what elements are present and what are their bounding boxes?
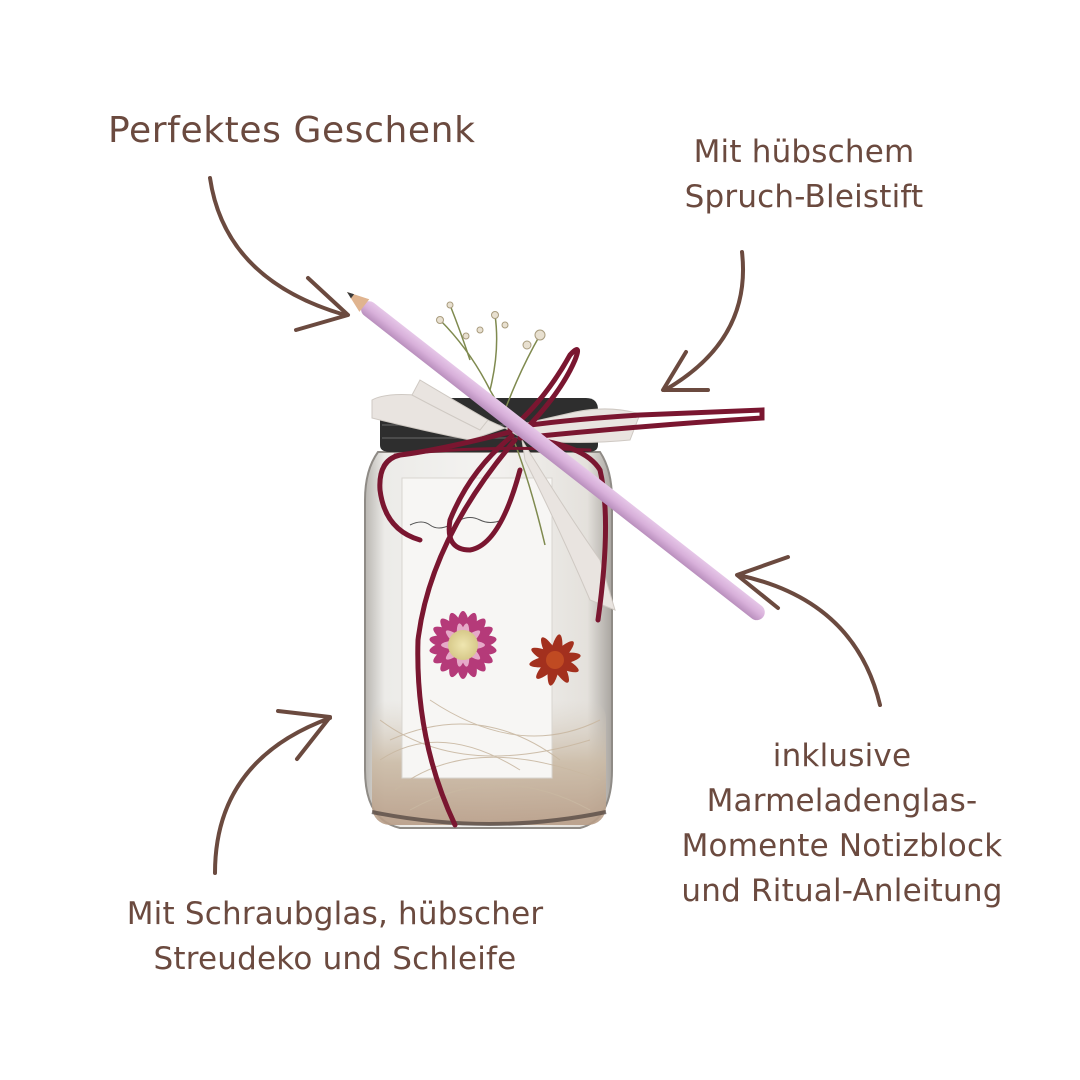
annotation-line: Spruch-Bleistift [684, 179, 924, 215]
arrow-to-pencil-icon [661, 250, 745, 392]
red-strawflower [529, 634, 581, 686]
arrow-to-notebook-icon [735, 555, 882, 707]
annotation-line: Perfektes Geschenk [108, 110, 476, 151]
annotation-jar: Mit Schraubglas, hübscher Streudeko und … [110, 892, 560, 982]
annotation-line: Mit hübschem [693, 134, 915, 170]
annotation-line: Streudeko und Schleife [153, 941, 517, 977]
annotation-line: Momente Notizblock [681, 828, 1003, 864]
gypsophila-sprig [439, 304, 546, 546]
annotation-line: und Ritual-Anleitung [681, 873, 1003, 909]
arrow-to-jar-icon [213, 709, 332, 875]
pencil [347, 292, 765, 621]
annotation-line: Mit Schraubglas, hübscher [126, 896, 544, 932]
annotation-pencil: Mit hübschem Spruch-Bleistift [664, 130, 944, 220]
annotation-notebook: inklusive Marmeladenglas- Momente Notizb… [672, 734, 1012, 914]
arrow-to-pencil-tip-icon [208, 176, 350, 332]
burgundy-ribbon [377, 347, 765, 828]
annotation-perfect-gift: Perfektes Geschenk [108, 108, 476, 153]
pink-strawflower [429, 611, 497, 679]
annotation-line: Marmeladenglas- [706, 783, 978, 819]
annotation-line: inklusive [772, 738, 912, 774]
